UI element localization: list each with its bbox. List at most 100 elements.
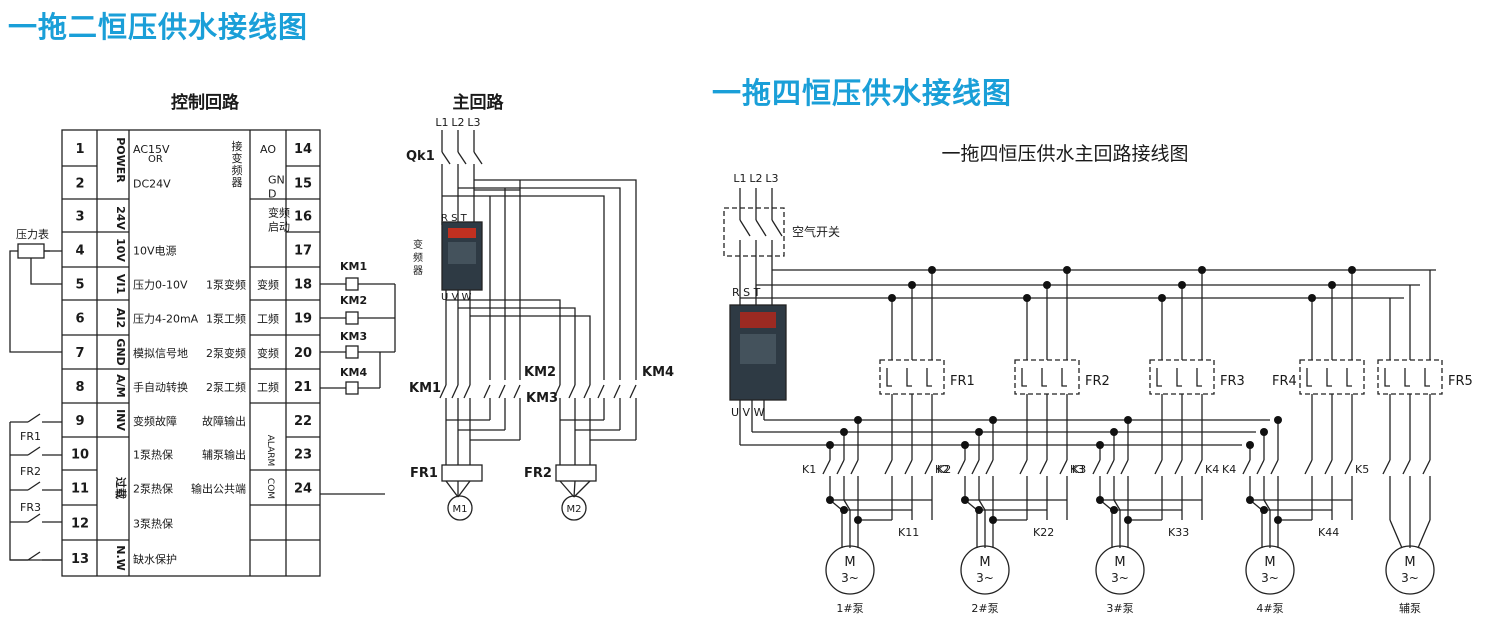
main-km1: KM1 bbox=[409, 381, 441, 396]
fp-motor-sub-5: 3~ bbox=[1401, 571, 1419, 585]
control-km-1: KM1 bbox=[340, 260, 367, 273]
control-km-4: KM4 bbox=[340, 366, 367, 379]
control-desc-9: 变频故障 bbox=[133, 414, 177, 428]
fp-k-top-2: K2 bbox=[937, 463, 951, 476]
pin-1: POWER bbox=[114, 137, 127, 183]
qk-label: Qk1 bbox=[406, 149, 435, 164]
main-fr1: FR1 bbox=[410, 466, 438, 481]
right-pin-20: 变频 bbox=[257, 346, 279, 360]
fp-k-bottom-2: K22 bbox=[1033, 526, 1054, 539]
fp-motor-sub-2: 3~ bbox=[976, 571, 994, 585]
main-rst: R S T bbox=[441, 213, 468, 224]
terminal-num-8: 8 bbox=[75, 380, 84, 395]
control-desc-13: 缺水保护 bbox=[133, 552, 177, 566]
terminal-num-21: 21 bbox=[294, 380, 312, 395]
main-inverter-char-0: 变 bbox=[413, 238, 423, 251]
fp-uvw: U V W bbox=[731, 406, 765, 419]
terminal-num-22: 22 bbox=[294, 414, 312, 429]
main-phase-L3: L3 bbox=[467, 116, 480, 129]
pin-13: N.W bbox=[114, 545, 127, 571]
fp-motor-m-1: M bbox=[844, 555, 855, 570]
control-fr-1: FR1 bbox=[20, 430, 41, 443]
control-desc-8: 手自动转换 bbox=[133, 380, 188, 394]
terminal-num-16: 16 bbox=[294, 210, 312, 225]
terminal-num-13: 13 bbox=[71, 552, 89, 567]
main-circuit-heading: 主回路 bbox=[453, 92, 505, 113]
fp-fr-3: FR3 bbox=[1220, 374, 1245, 389]
mid-char-2: 频 bbox=[232, 163, 243, 177]
fp-motor-m-3: M bbox=[1114, 555, 1125, 570]
fp-k-extra-4: K4 bbox=[1205, 463, 1219, 476]
terminal-num-9: 9 bbox=[75, 414, 84, 429]
fp-k-bottom-1: K11 bbox=[898, 526, 919, 539]
main-inverter-char-2: 器 bbox=[413, 265, 423, 277]
main-uvw: U V W bbox=[441, 292, 472, 303]
main-phase-L2: L2 bbox=[451, 116, 464, 129]
mid-20: 2泵变频 bbox=[206, 346, 246, 360]
mid-23: 辅泵输出 bbox=[202, 448, 246, 462]
terminal-num-5: 5 bbox=[75, 278, 84, 293]
pin-9: INV bbox=[114, 409, 127, 431]
pressure-gauge-label: 压力表 bbox=[16, 227, 49, 241]
fp-k-bottom-4: K44 bbox=[1318, 526, 1339, 539]
terminal-num-14: 14 bbox=[294, 142, 312, 157]
mid-char-0: 接 bbox=[232, 140, 243, 153]
right-pin-23: ALARM bbox=[265, 435, 275, 467]
fp-motor-sub-4: 3~ bbox=[1261, 571, 1279, 585]
motor-m2: M2 bbox=[567, 504, 582, 515]
fp-pump-4: 4#泵 bbox=[1256, 602, 1283, 615]
terminal-num-24: 24 bbox=[294, 482, 312, 497]
control-heading: 控制回路 bbox=[171, 92, 240, 113]
mid-18: 1泵变频 bbox=[206, 278, 246, 292]
fp-phase-L1: L1 bbox=[733, 172, 746, 185]
fp-fr-1: FR1 bbox=[950, 374, 975, 389]
control-desc-1: AC15V bbox=[133, 143, 170, 156]
control-desc-11: 2泵热保 bbox=[133, 482, 173, 496]
pin-8: A/M bbox=[114, 374, 127, 397]
right-pin-18: 变频 bbox=[257, 278, 279, 292]
mid-21: 2泵工频 bbox=[206, 380, 246, 394]
fp-motor-sub-3: 3~ bbox=[1111, 571, 1129, 585]
fp-k-top-4: K4 bbox=[1222, 463, 1236, 476]
four-pump-title: 一拖四恒压供水接线图 bbox=[712, 76, 1013, 110]
fp-pump-3: 3#泵 bbox=[1106, 602, 1133, 615]
fp-k-bottom-3: K33 bbox=[1168, 526, 1189, 539]
pin-3: 24V bbox=[114, 206, 127, 230]
fp-fr-5: FR5 bbox=[1448, 374, 1473, 389]
fp-fr-4: FR4 bbox=[1272, 374, 1297, 389]
main-phase-L1: L1 bbox=[435, 116, 448, 129]
terminal-num-4: 4 bbox=[75, 244, 84, 259]
terminal-num-12: 12 bbox=[71, 517, 89, 532]
motor-m1: M1 bbox=[453, 504, 468, 515]
control-fr-2: FR2 bbox=[20, 465, 41, 478]
terminal-num-6: 6 bbox=[75, 312, 84, 327]
fp-k-extra-5: K5 bbox=[1355, 463, 1369, 476]
main-km2: KM2 bbox=[524, 365, 556, 380]
right-pin-19: 工频 bbox=[257, 312, 279, 326]
control-desc-4: 10V电源 bbox=[133, 244, 177, 258]
control-fr-3: FR3 bbox=[20, 501, 41, 514]
terminal-num-2: 2 bbox=[75, 177, 84, 192]
fp-motor-m-2: M bbox=[979, 555, 990, 570]
four-pump-subtitle: 一拖四恒压供水主回路接线图 bbox=[941, 143, 1188, 165]
right-pin-16-b: 启动 bbox=[268, 221, 290, 234]
main-km3: KM3 bbox=[526, 391, 558, 406]
right-pin-15-b: D bbox=[268, 188, 276, 201]
terminal-num-10: 10 bbox=[71, 448, 89, 463]
pin-4: 10V bbox=[114, 238, 127, 262]
control-desc-7: 模拟信号地 bbox=[133, 346, 188, 360]
fp-k-extra-2: K2 bbox=[935, 463, 949, 476]
fp-k-top-1: K1 bbox=[802, 463, 816, 476]
right-pin-16: 变频 bbox=[268, 206, 290, 220]
main-km4: KM4 bbox=[642, 365, 674, 380]
mid-char-3: 器 bbox=[232, 176, 243, 189]
mid-char-1: 变 bbox=[232, 151, 243, 165]
or-text: OR bbox=[148, 154, 163, 165]
terminal-num-7: 7 bbox=[75, 346, 84, 361]
control-km-2: KM2 bbox=[340, 294, 367, 307]
pin-6: AI2 bbox=[114, 308, 127, 328]
mid-22: 故障输出 bbox=[202, 414, 246, 428]
fp-k-top-3: K3 bbox=[1072, 463, 1086, 476]
fp-fr-2: FR2 bbox=[1085, 374, 1110, 389]
